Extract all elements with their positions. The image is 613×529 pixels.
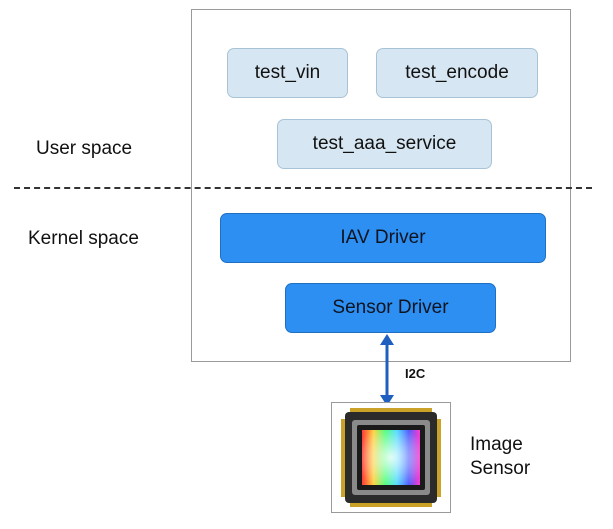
test-aaa-service-box: test_aaa_service bbox=[277, 119, 492, 169]
iav-driver-box: IAV Driver bbox=[220, 213, 546, 263]
image-sensor-frame bbox=[331, 402, 451, 513]
image-sensor-chip-icon bbox=[341, 408, 441, 507]
sensor-driver-box: Sensor Driver bbox=[285, 283, 496, 333]
image-sensor-label-line2: Sensor bbox=[470, 458, 531, 479]
test-vin-box: test_vin bbox=[227, 48, 348, 98]
kernel-space-label: Kernel space bbox=[28, 228, 139, 249]
user-kernel-separator bbox=[14, 187, 592, 189]
test-encode-box: test_encode bbox=[376, 48, 538, 98]
image-sensor-label-line1: Image bbox=[470, 434, 523, 455]
user-space-label: User space bbox=[36, 138, 133, 159]
i2c-label: I2C bbox=[405, 366, 426, 381]
i2c-double-arrow bbox=[380, 334, 394, 406]
